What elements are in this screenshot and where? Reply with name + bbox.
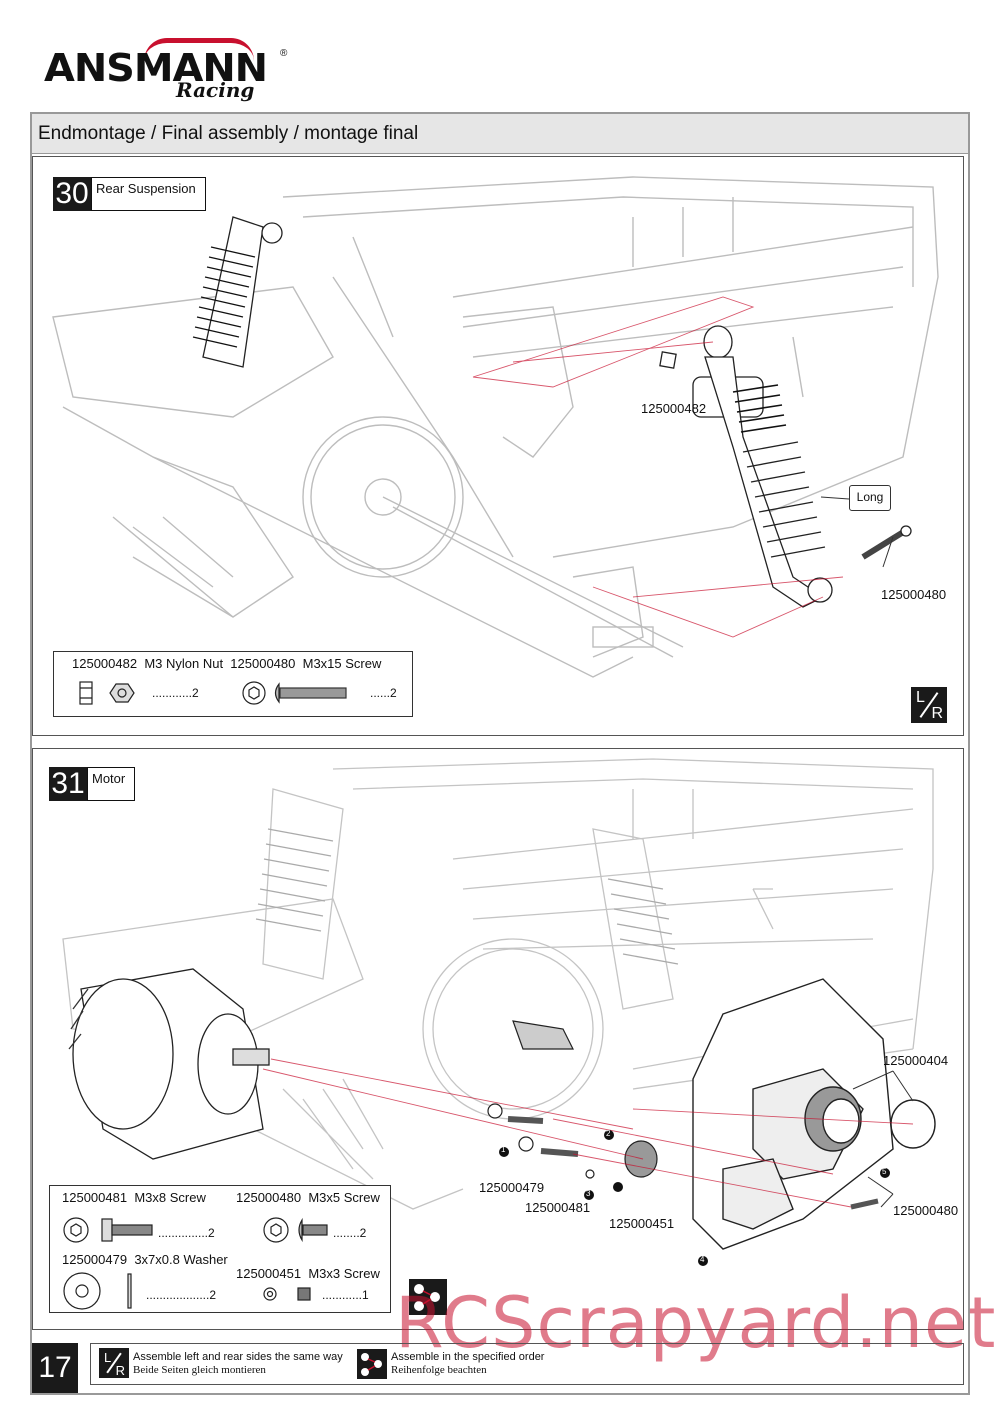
callout-screw8-code: 125000481 bbox=[525, 1200, 591, 1215]
order-marker: 4 bbox=[700, 1255, 705, 1264]
step-30-panel: 30 Rear Suspension 125000482 125000480 L… bbox=[32, 156, 964, 736]
section-title: Endmontage / Final assembly / montage fi… bbox=[38, 123, 419, 144]
part-qty: ............1 bbox=[322, 1288, 369, 1302]
logo-wordmark: ANSMANN bbox=[44, 46, 268, 90]
part-qty: ............2 bbox=[152, 686, 199, 700]
part-code: 125000451 bbox=[236, 1266, 302, 1281]
section-header: Endmontage / Final assembly / montage fi… bbox=[32, 114, 968, 154]
order-marker: 1 bbox=[501, 1145, 506, 1154]
part-code: 125000481 bbox=[62, 1190, 128, 1205]
parts-icons bbox=[79, 681, 347, 705]
part-name: M3x8 Screw bbox=[134, 1190, 206, 1205]
part-code: 125000480 bbox=[230, 656, 296, 671]
part-name: M3x3 Screw bbox=[308, 1266, 380, 1281]
assembly-order-icon bbox=[409, 1279, 447, 1315]
legend-order-german: Reihenfolge beachten bbox=[391, 1364, 487, 1376]
legend-order-text: Assemble in the specified order Reihenfo… bbox=[391, 1351, 544, 1377]
callout-pinion-code: 125000451 bbox=[609, 1216, 675, 1231]
step-30-parts-list: 125000482 M3 Nylon Nut 125000480 M3x15 S… bbox=[53, 651, 413, 717]
part-name: M3x15 Screw bbox=[302, 656, 382, 671]
motor-installation-drawing bbox=[62, 758, 936, 1266]
left-right-symbol: L R bbox=[911, 687, 947, 723]
legend-order-english: Assemble in the specified order bbox=[391, 1351, 545, 1363]
page-frame bbox=[30, 112, 970, 1395]
order-marker: 3 bbox=[586, 1189, 591, 1198]
rear-suspension-drawing bbox=[52, 176, 939, 678]
step-30-number: 30 bbox=[53, 177, 91, 211]
part-name: M3 Nylon Nut bbox=[144, 656, 224, 671]
part-list-row: 125000480 M3x5 Screw bbox=[236, 1190, 380, 1205]
part-list-row: 125000481 M3x8 Screw bbox=[62, 1190, 206, 1205]
step-30-title: Rear Suspension bbox=[91, 177, 206, 211]
legend-lr-english: Assemble left and rear sides the same wa… bbox=[133, 1351, 343, 1363]
logo-subtitle: Racing bbox=[176, 78, 255, 102]
part-name: 3x7x0.8 Washer bbox=[134, 1252, 228, 1267]
brand-logo: ANSMANN Racing ® bbox=[44, 38, 294, 106]
legend-order-icon bbox=[357, 1349, 387, 1379]
step-31-title: Motor bbox=[87, 767, 135, 801]
lr-left-letter: L bbox=[916, 689, 925, 706]
legend-lr-german: Beide Seiten gleich montieren bbox=[133, 1364, 266, 1376]
footer-legend-box: L R Assemble left and rear sides the sam… bbox=[90, 1343, 964, 1385]
callout-long-label: Long bbox=[849, 485, 891, 511]
callout-screw-code: 125000480 bbox=[881, 587, 947, 602]
step-31-number: 31 bbox=[49, 767, 87, 801]
lr-right-letter: R bbox=[931, 705, 943, 722]
parts-icons bbox=[63, 1217, 328, 1310]
part-qty: ...................2 bbox=[146, 1288, 217, 1302]
lr-right-letter: R bbox=[115, 1363, 125, 1378]
order-marker: 5 bbox=[882, 1167, 887, 1176]
logo-registered: ® bbox=[280, 48, 288, 59]
page-number: 17 bbox=[32, 1343, 78, 1393]
step-31-parts-list: 125000481 M3x8 Screw 125000480 M3x5 Scre… bbox=[49, 1185, 391, 1313]
order-marker: 2 bbox=[606, 1129, 611, 1138]
part-qty: ......2 bbox=[370, 686, 397, 700]
part-code: 125000482 bbox=[72, 656, 138, 671]
step-31-panel: 31 Motor 125000404 125000479 125000481 1… bbox=[32, 748, 964, 1330]
watermark-text: RCScrapyard.net bbox=[395, 1282, 997, 1364]
part-qty: ........2 bbox=[333, 1226, 367, 1240]
lr-left-letter: L bbox=[104, 1350, 112, 1365]
legend-lr-icon: L R bbox=[99, 1348, 129, 1378]
part-list-row: 125000482 M3 Nylon Nut 125000480 M3x15 S… bbox=[72, 656, 381, 671]
part-list-row: 125000479 3x7x0.8 Washer bbox=[62, 1252, 228, 1267]
callout-nut-code: 125000482 bbox=[641, 401, 707, 416]
part-code: 125000479 bbox=[62, 1252, 128, 1267]
part-qty: ...............2 bbox=[158, 1226, 215, 1240]
legend-lr-text: Assemble left and rear sides the same wa… bbox=[133, 1351, 343, 1377]
part-name: M3x5 Screw bbox=[308, 1190, 380, 1205]
part-code: 125000480 bbox=[236, 1190, 302, 1205]
callout-screw5-code: 125000480 bbox=[893, 1203, 959, 1218]
logo-swoosh bbox=[144, 38, 254, 61]
callout-cap-code: 125000404 bbox=[883, 1053, 949, 1068]
callout-washer-code: 125000479 bbox=[479, 1180, 545, 1195]
part-list-row: 125000451 M3x3 Screw bbox=[236, 1266, 380, 1281]
